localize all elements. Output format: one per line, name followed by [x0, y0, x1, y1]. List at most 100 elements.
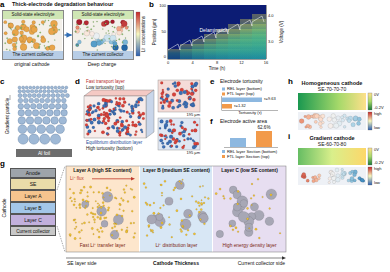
- particle: [125, 120, 128, 123]
- annotation-label: Tortuosity (τ): [238, 111, 262, 116]
- particle: [134, 105, 137, 108]
- particle: [330, 174, 333, 177]
- particle: [87, 109, 90, 112]
- particle: [182, 134, 185, 137]
- cathode-schematic: Solid-state electrolyteThe current colle…: [72, 10, 134, 60]
- particle: [101, 192, 103, 194]
- layer-band: Layer C: [10, 214, 56, 226]
- particle: [328, 123, 333, 128]
- particle: [109, 189, 111, 191]
- particle: [200, 208, 202, 210]
- particle: [39, 90, 43, 94]
- layer-role: High energy density layer: [221, 243, 277, 249]
- layer-label: Anode: [26, 170, 40, 176]
- particle: [108, 30, 109, 31]
- particle: [253, 195, 255, 197]
- particle: [360, 178, 364, 182]
- particle: [180, 183, 182, 185]
- particle: [86, 27, 87, 28]
- particle: [118, 97, 121, 100]
- particle: [97, 229, 99, 231]
- particle: [170, 145, 173, 148]
- particle: [121, 21, 127, 27]
- particle: [37, 125, 46, 134]
- particle: [102, 28, 103, 29]
- particle: [107, 127, 110, 130]
- particle: [299, 119, 304, 124]
- particle: [153, 202, 155, 204]
- annotation-label: 0V: [374, 148, 379, 153]
- particle: [181, 225, 183, 227]
- annotation-label: 195 µm: [187, 151, 200, 156]
- annotation-label: 16: [264, 61, 268, 66]
- particle: [4, 20, 7, 23]
- particle: [130, 188, 131, 189]
- particle: [102, 120, 105, 123]
- particle: [74, 201, 75, 202]
- particle: [47, 90, 51, 94]
- particle: [129, 134, 132, 137]
- particle: [113, 112, 116, 115]
- particle: [223, 195, 225, 197]
- particle: [347, 119, 351, 123]
- particle: [88, 201, 89, 202]
- particle: [198, 211, 200, 213]
- particle: [229, 225, 231, 227]
- particle: [188, 133, 190, 135]
- particle: [175, 181, 184, 190]
- particle: [106, 32, 107, 33]
- particle: [88, 222, 90, 224]
- particle: [70, 197, 71, 198]
- particle: [115, 223, 117, 225]
- particle: [115, 97, 117, 99]
- particle: [128, 113, 130, 115]
- particle: [357, 117, 361, 121]
- particle: [196, 209, 198, 211]
- annotation-label: τ=1.32: [234, 104, 246, 109]
- particle: [21, 35, 22, 36]
- particle: [110, 110, 112, 112]
- particle: [97, 216, 99, 218]
- particle: [246, 218, 248, 220]
- particle: [118, 127, 120, 129]
- particle: [113, 127, 115, 129]
- particle: [63, 90, 67, 94]
- particle: [82, 201, 89, 208]
- particle: [53, 33, 54, 34]
- particle: [235, 227, 237, 229]
- particle: [97, 206, 107, 216]
- particle: [27, 125, 36, 134]
- particle: [16, 42, 18, 44]
- particle: [194, 89, 197, 92]
- particle: [41, 20, 45, 24]
- particle: [86, 110, 89, 113]
- particle: [318, 177, 321, 180]
- particle: [84, 20, 89, 25]
- particle: [94, 213, 96, 215]
- particle: [125, 231, 127, 233]
- particle: [29, 86, 32, 89]
- particle: [131, 109, 135, 113]
- particle: [330, 172, 335, 177]
- particle: [106, 187, 108, 189]
- panel-letter: e: [210, 77, 214, 86]
- particle: [74, 228, 76, 230]
- particle: [58, 86, 61, 89]
- particle: [22, 90, 26, 94]
- particle: [172, 93, 176, 97]
- particle: [193, 121, 196, 124]
- particle: [7, 38, 12, 43]
- particle: [93, 191, 95, 193]
- particle: [45, 47, 46, 48]
- particle: [306, 115, 311, 120]
- particle: [85, 119, 88, 122]
- particle: [92, 207, 94, 209]
- particle: [85, 123, 88, 126]
- particle: [314, 120, 317, 123]
- annotation-label: 100: [159, 4, 166, 9]
- particle: [121, 215, 123, 217]
- particle: [175, 145, 178, 148]
- particle: [113, 215, 123, 225]
- particle: [342, 172, 346, 176]
- particle: [37, 103, 43, 109]
